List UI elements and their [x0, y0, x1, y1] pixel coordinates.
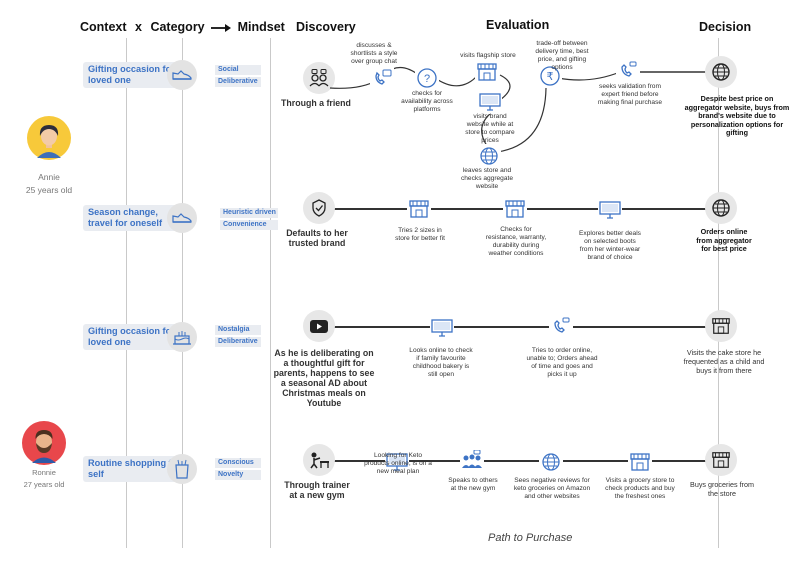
step-label: checks for availability across platforms [401, 90, 453, 113]
monitor-icon [598, 198, 622, 222]
context-card: Routine shopping for self [83, 456, 182, 482]
step-label: Visits a grocery store to check products… [605, 477, 675, 500]
store-icon [628, 450, 652, 474]
persona-name-ronnie: Ronnie [32, 468, 56, 477]
step-label: seeks validation from expert friend befo… [597, 83, 663, 106]
people-icon [460, 448, 484, 472]
context-card: Gifting occasion for loved one [83, 62, 182, 88]
header-decision: Decision [699, 20, 752, 34]
step-label: Speaks to others at the new gym [448, 477, 498, 492]
svg-text:₹: ₹ [547, 70, 554, 83]
people-chat-icon [303, 62, 335, 94]
globe-icon [705, 192, 737, 224]
rupee-icon: ₹ [538, 64, 562, 88]
step-label: Tries 2 sizes in store for better fit [395, 227, 445, 242]
decision-label: Despite best price on aggregator website… [684, 94, 790, 138]
phone-icon [549, 314, 573, 338]
discovery-label: As he is deliberating on a thoughtful gi… [273, 348, 375, 408]
step-label: Tries to order online, unable to; Orders… [526, 347, 598, 378]
phone-icon [616, 58, 640, 82]
chat-phone-icon [370, 66, 394, 90]
header-mindset-label: Mindset [237, 20, 285, 34]
mindset-tag: Deliberative [215, 77, 261, 87]
decision-label: Orders online from aggregator for best p… [696, 227, 752, 254]
svg-text:?: ? [424, 73, 430, 85]
step-label: visits brand website while at store to c… [465, 113, 515, 144]
context-label: Routine shopping for self [88, 458, 181, 479]
step-label: visits flagship store [460, 52, 516, 59]
store-icon [503, 197, 527, 221]
mindset-tag: Deliberative [215, 337, 261, 347]
trust-badge-icon [303, 192, 335, 224]
mindset-tag: Novelty [215, 470, 261, 480]
header-context: Context x Category Mindset [80, 20, 285, 34]
mindset-tag: Nostalgia [215, 325, 261, 335]
step-label: Explores better deals on selected boots … [579, 230, 641, 261]
context-card: Season change, travel for oneself [83, 205, 182, 231]
mindset-tag: Convenience [220, 220, 278, 230]
discovery-label: Defaults to her trusted brand [286, 228, 348, 248]
globe-icon [477, 144, 501, 168]
flow-connector [334, 326, 706, 328]
question-icon: ? [415, 66, 439, 90]
cake-icon [167, 322, 197, 352]
persona-name-annie: Annie [38, 172, 60, 182]
grocery-icon [167, 454, 197, 484]
persona-age-ronnie: 27 years old [23, 480, 65, 489]
monitor-icon [430, 316, 454, 340]
globe-icon [705, 56, 737, 88]
context-label: Gifting occasion for loved one [88, 326, 175, 347]
globe-icon [539, 450, 563, 474]
avatar-annie [27, 116, 71, 160]
trainer-icon [303, 444, 335, 476]
grid-line-discovery [270, 38, 271, 548]
shoe-icon [167, 203, 197, 233]
step-label: Looks online to check if family favourit… [409, 347, 473, 378]
step-label: Checks for resistance, warranty, durabil… [485, 226, 547, 257]
context-card: Gifting occasion for loved one [83, 324, 182, 350]
decision-label: Visits the cake store he frequented as a… [683, 348, 765, 375]
grid-line-mindset [182, 38, 183, 548]
flow-connector [334, 460, 706, 462]
youtube-icon [303, 310, 335, 342]
avatar-ronnie [22, 421, 66, 465]
store-icon [705, 444, 737, 476]
monitor-icon [478, 90, 502, 114]
step-label: discusses & shortlists a style over grou… [350, 42, 398, 65]
grid-line-decision [718, 38, 719, 548]
context-label: Season change, travel for oneself [88, 207, 163, 228]
mindset-tag: Social [215, 65, 261, 75]
store-icon [407, 197, 431, 221]
discovery-label: Through trainer at a new gym [284, 480, 350, 500]
monitor-icon [385, 450, 409, 474]
header-context-label: Context [80, 20, 127, 34]
step-label: leaves store and checks aggregate websit… [460, 167, 514, 190]
arrow-right-icon [210, 23, 232, 33]
discovery-label: Through a friend [281, 98, 351, 108]
header-x-label: x [135, 20, 142, 34]
shoe-icon [167, 60, 197, 90]
mindset-tag: Heuristic driven [220, 208, 278, 218]
store-icon [475, 60, 499, 84]
header-discovery: Discovery [296, 20, 356, 34]
store-icon [705, 310, 737, 342]
step-label: Looking for Keto products online, is on … [364, 452, 432, 475]
context-label: Gifting occasion for loved one [88, 64, 175, 85]
persona-age-annie: 25 years old [25, 185, 73, 195]
header-category-label: Category [150, 20, 205, 34]
step-label: trade-off between delivery time, best pr… [535, 40, 589, 71]
footer-label: Path to Purchase [488, 532, 573, 544]
mindset-tag: Conscious [215, 458, 261, 468]
header-evaluation: Evaluation [486, 18, 550, 32]
grid-line-context [126, 38, 127, 548]
step-label: Sees negative reviews for keto groceries… [513, 477, 591, 500]
decision-label: Buys groceries from the store [690, 480, 754, 498]
